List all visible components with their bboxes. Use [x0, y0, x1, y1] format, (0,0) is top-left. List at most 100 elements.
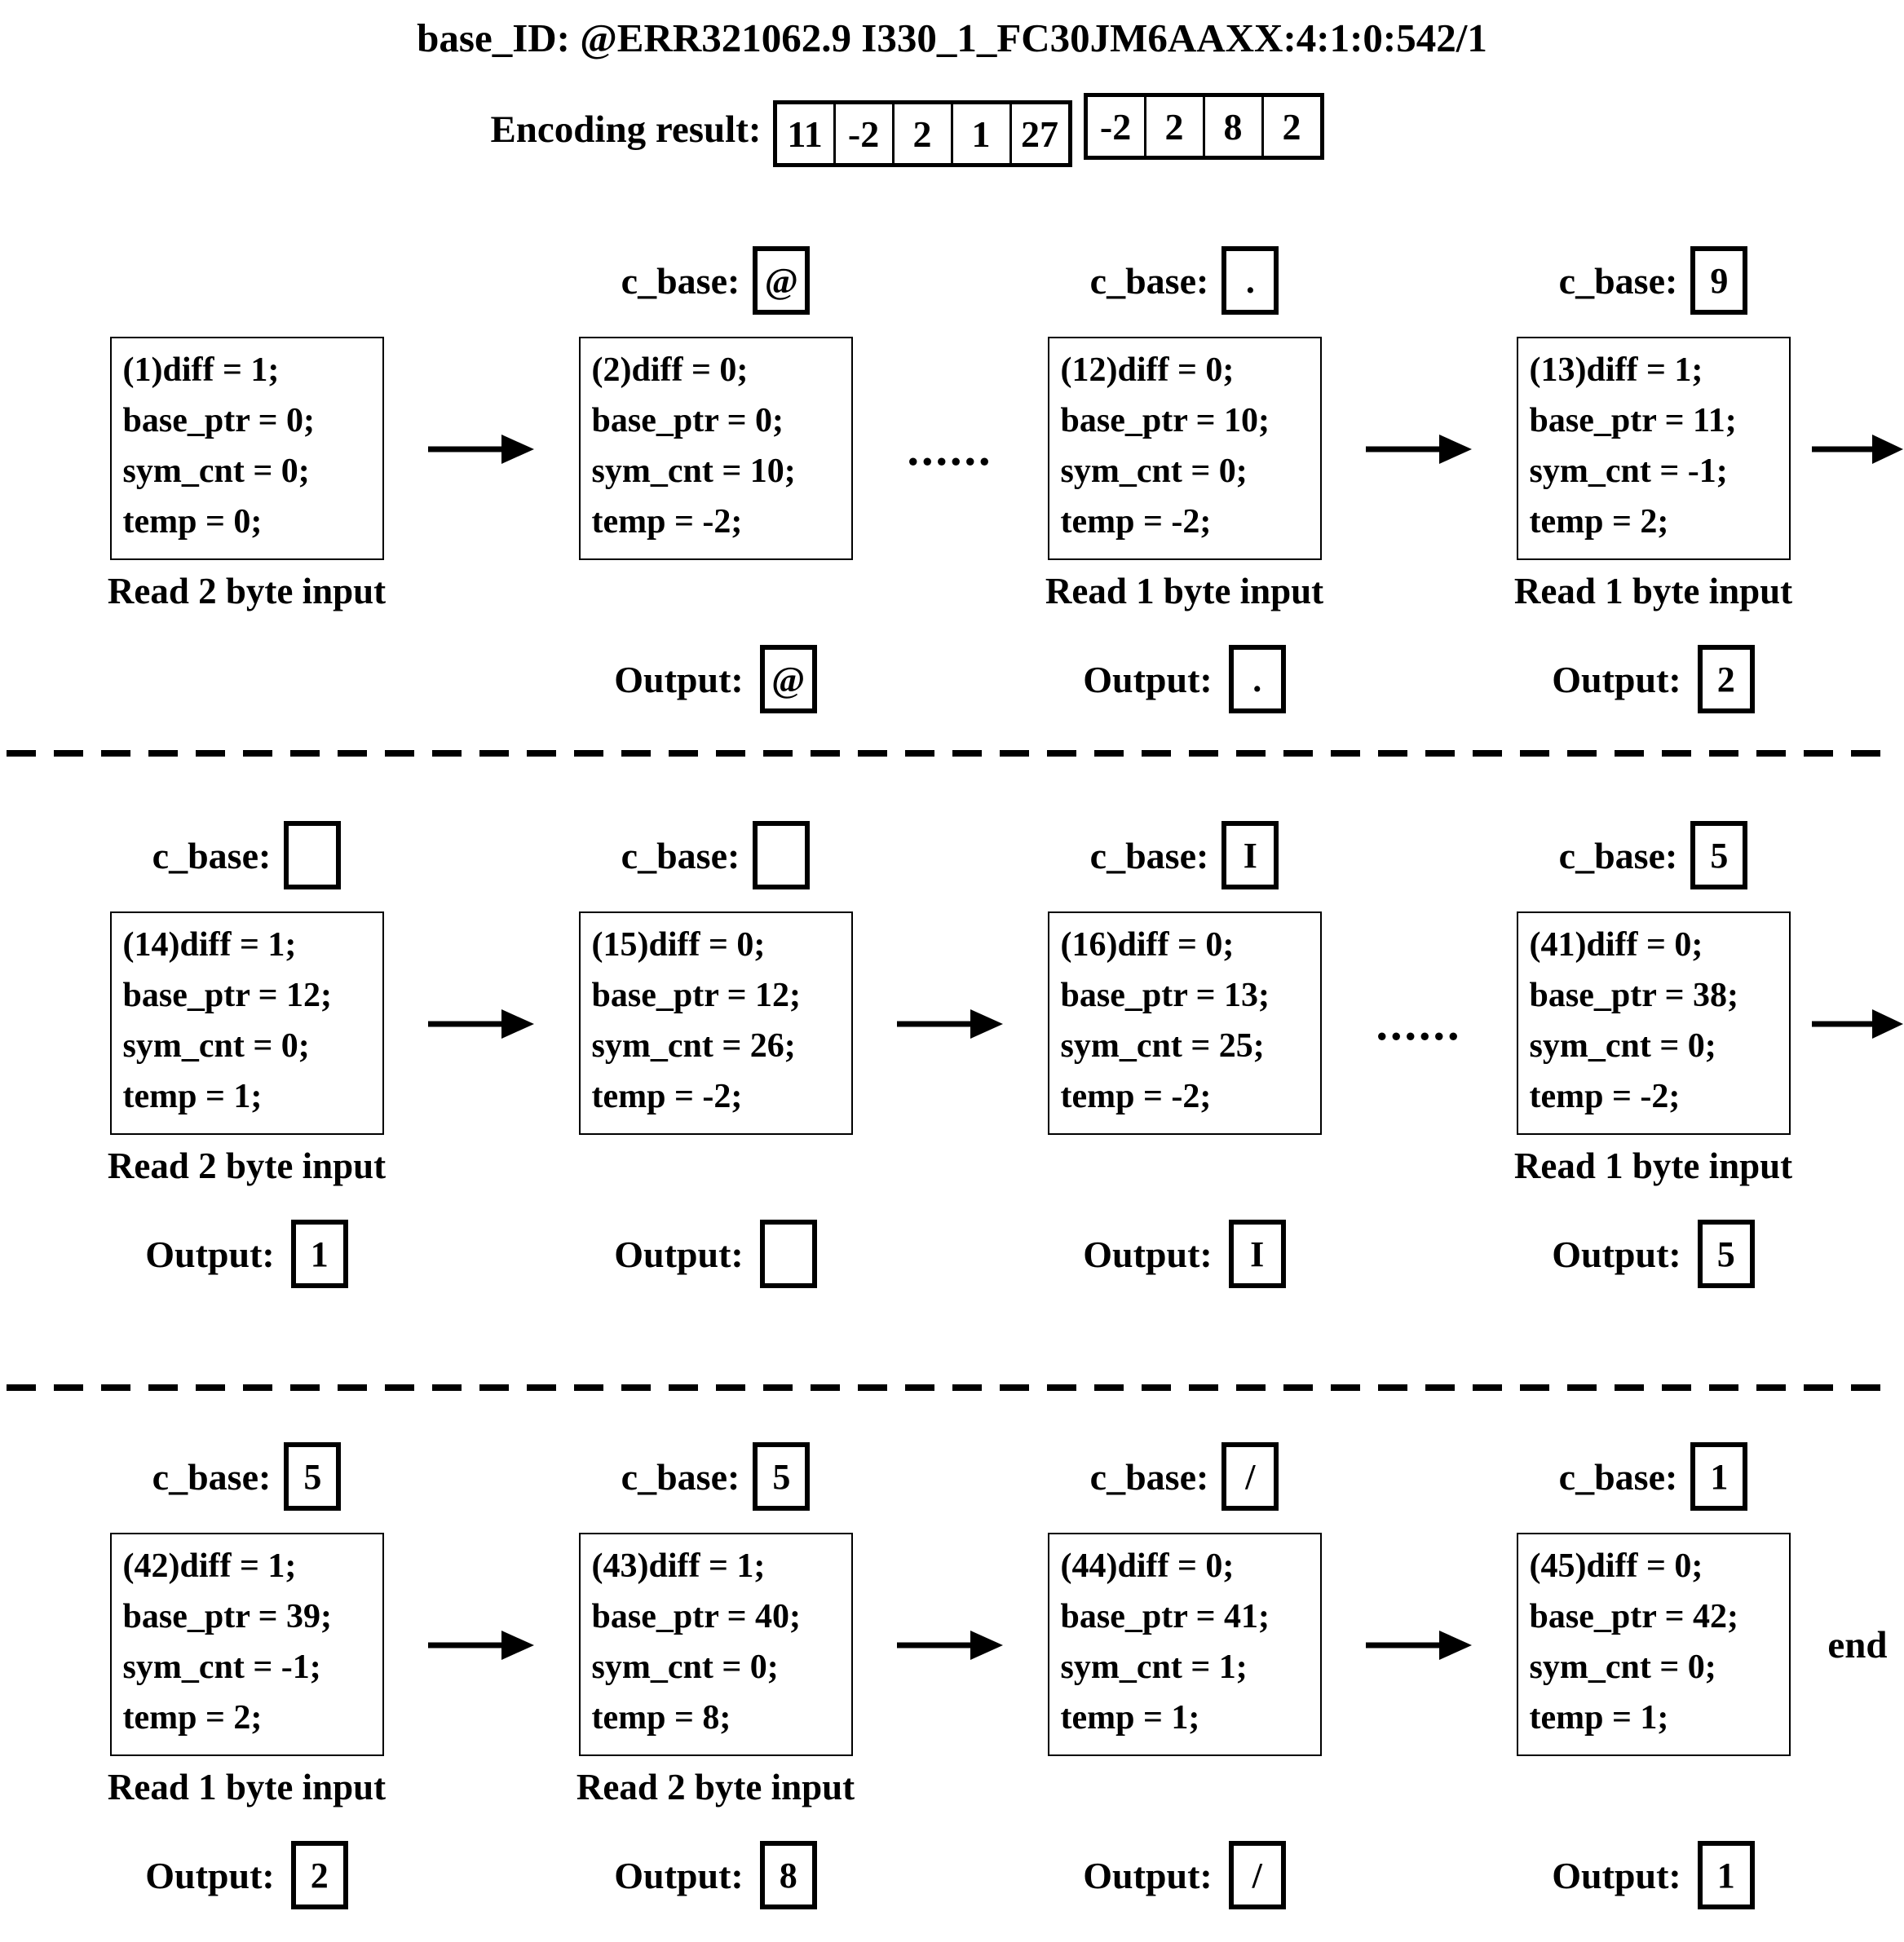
ellipsis: ...... [897, 422, 1003, 475]
state-line: sym_cnt = 0; [591, 1648, 779, 1686]
output-row: Output: / [950, 1838, 1419, 1913]
state-column: c_base: 9 (13)diff = 1; base_ptr = 11; s… [1419, 241, 1888, 746]
state-line: temp = 8; [591, 1699, 731, 1737]
dashed-separator [7, 750, 1897, 757]
encoding-cell: 1 [950, 104, 1009, 163]
output-box: I [1228, 1220, 1286, 1288]
state-column: c_base: I (16)diff = 0; base_ptr = 13; s… [950, 815, 1419, 1321]
state-line: sym_cnt = 26; [591, 1027, 796, 1065]
state-box: (1)diff = 1; base_ptr = 0; sym_cnt = 0; … [109, 337, 384, 560]
end-label: end [1812, 1624, 1903, 1666]
state-column: c_base: 1 (45)diff = 0; base_ptr = 42; s… [1419, 1437, 1888, 1942]
encoding-cell: -2 [1099, 105, 1132, 148]
state-box: (42)diff = 1; base_ptr = 39; sym_cnt = -… [109, 1533, 384, 1756]
arrow-right-icon [1366, 431, 1472, 467]
encoding-cells-group-1: 11 -2 2 1 27 [772, 100, 1072, 167]
arrow-right-icon [428, 431, 534, 467]
state-line: base_ptr = 12; [591, 977, 802, 1014]
state-line: (43)diff = 1; [591, 1547, 766, 1585]
output-box: 2 [290, 1841, 348, 1909]
state-box: (16)diff = 0; base_ptr = 13; sym_cnt = 2… [1047, 911, 1322, 1135]
read-input-label: Read 1 byte input [1513, 1145, 1793, 1186]
state-line: sym_cnt = -1; [122, 1648, 321, 1686]
c-base-label: c_base: [152, 834, 272, 876]
state-line: (15)diff = 0; [591, 926, 766, 964]
state-line: temp = 1; [122, 1078, 263, 1115]
section-row-3: c_base: 5 (42)diff = 1; base_ptr = 39; s… [0, 1437, 1904, 1942]
output-box: 2 [1697, 645, 1755, 713]
state-line: base_ptr = 13; [1060, 977, 1270, 1014]
output-label: Output: [1552, 1233, 1681, 1275]
c-base-row: c_base: I [950, 820, 1419, 890]
encoding-cell: 2 [1143, 97, 1203, 156]
state-column: c_base: . (12)diff = 0; base_ptr = 10; s… [950, 241, 1419, 746]
state-line: (1)diff = 1; [122, 351, 280, 389]
c-base-label: c_base: [1558, 1455, 1678, 1498]
output-label: Output: [145, 1854, 275, 1896]
state-line: (16)diff = 0; [1060, 926, 1235, 964]
state-line: (42)diff = 1; [122, 1547, 297, 1585]
state-line: base_ptr = 40; [591, 1598, 802, 1635]
c-base-box: 1 [1690, 1442, 1748, 1511]
encoding-result-label: Encoding result: [490, 108, 762, 151]
state-line: temp = -2; [1060, 503, 1212, 541]
output-box: . [1228, 645, 1286, 713]
state-box: (43)diff = 1; base_ptr = 40; sym_cnt = 0… [578, 1533, 853, 1756]
c-base-box: 5 [1690, 821, 1748, 889]
c-base-box: 5 [753, 1442, 811, 1511]
state-box: (12)diff = 0; base_ptr = 10; sym_cnt = 0… [1047, 337, 1322, 560]
output-row: Output: 1 [1419, 1838, 1888, 1913]
output-row: Output: 2 [1419, 642, 1888, 717]
c-base-row: c_base: 9 [1419, 245, 1888, 316]
output-label: Output: [614, 658, 744, 700]
output-row: Output: 8 [481, 1838, 950, 1913]
state-line: (14)diff = 1; [122, 926, 297, 964]
state-line: sym_cnt = 0; [1529, 1027, 1716, 1065]
encoding-cell: 27 [1009, 104, 1068, 163]
ellipsis-text: ...... [907, 422, 993, 475]
c-base-label: c_base: [621, 834, 740, 876]
c-base-row: c_base: / [950, 1441, 1419, 1512]
state-line: temp = 1; [1529, 1699, 1669, 1737]
output-row: Output: . [950, 642, 1419, 717]
output-row: Output: @ [481, 642, 950, 717]
state-box: (15)diff = 0; base_ptr = 12; sym_cnt = 2… [578, 911, 853, 1135]
state-column: c_base: 5 (43)diff = 1; base_ptr = 40; s… [481, 1437, 950, 1942]
state-line: temp = 1; [1060, 1699, 1200, 1737]
c-base-row: c_base: @ [481, 245, 950, 316]
state-line: (13)diff = 1; [1529, 351, 1703, 389]
section-row-2: c_base: (14)diff = 1; base_ptr = 12; sym… [0, 815, 1904, 1321]
output-box: 1 [290, 1220, 348, 1288]
c-base-box: @ [753, 246, 811, 315]
state-column: c_base: @ (2)diff = 0; base_ptr = 0; sym… [481, 241, 950, 746]
page-title: base_ID: @ERR321062.9 I330_1_FC30JM6AAXX… [417, 15, 1487, 60]
c-base-row: c_base: 1 [1419, 1441, 1888, 1512]
c-base-row: c_base: 5 [481, 1441, 950, 1512]
state-line: temp = 0; [122, 503, 263, 541]
state-line: base_ptr = 10; [1060, 402, 1270, 439]
c-base-box: 9 [1690, 246, 1748, 315]
read-input-label: Read 1 byte input [1045, 571, 1324, 611]
dashed-separator [7, 1384, 1897, 1391]
state-line: base_ptr = 0; [591, 402, 784, 439]
arrow-right-icon [428, 1006, 534, 1042]
state-column: c_base: 5 (41)diff = 0; base_ptr = 38; s… [1419, 815, 1888, 1321]
arrow-right-icon [1812, 1006, 1903, 1042]
state-line: base_ptr = 39; [122, 1598, 333, 1635]
c-base-box: 5 [284, 1442, 342, 1511]
c-base-row: c_base: 5 [12, 1441, 481, 1512]
state-line: base_ptr = 12; [122, 977, 333, 1014]
read-input-label: Read 1 byte input [107, 1767, 387, 1807]
encoding-cells-group-2: -2 2 8 2 [1083, 93, 1324, 160]
output-row: Output: [481, 1216, 950, 1291]
state-column: (1)diff = 1; base_ptr = 0; sym_cnt = 0; … [12, 241, 481, 746]
c-base-box: / [1221, 1442, 1279, 1511]
encoding-cell: -2 [833, 104, 892, 163]
end-label-text: end [1827, 1624, 1888, 1666]
c-base-label: c_base: [1089, 259, 1209, 302]
state-line: sym_cnt = 0; [122, 1027, 310, 1065]
c-base-box: . [1221, 246, 1279, 315]
arrow-right-icon [1812, 431, 1903, 467]
c-base-box [753, 821, 811, 889]
output-box: 8 [759, 1841, 817, 1909]
